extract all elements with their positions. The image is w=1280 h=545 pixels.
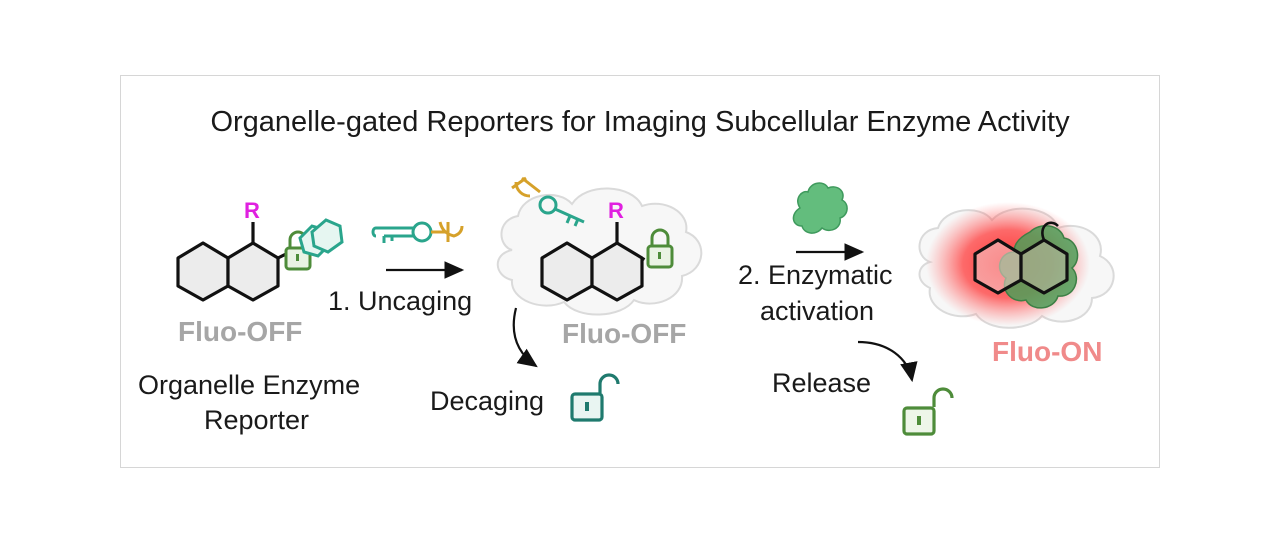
enzyme-icon [792,182,848,234]
right-molecule [973,238,1069,295]
middle-substituent-label: R [608,198,624,223]
step2-label-line2: activation [760,296,875,326]
middle-state-label: Fluo-OFF [562,318,687,349]
left-caption-line1: Organelle Enzyme [138,370,361,400]
release-label: Release [772,368,872,398]
decaging-arrow [512,307,538,368]
step1-label: 1. Uncaging [328,286,473,316]
left-state-label: Fluo-OFF [178,316,303,347]
left-molecule [176,241,280,302]
right-tether [1041,221,1059,241]
decaging-label: Decaging [430,386,545,416]
release-arrow [857,340,918,383]
open-lock-icon [570,373,620,422]
left-substituent-label: R [244,198,260,223]
key-icon [371,221,433,243]
open-lock-icon [902,387,954,436]
key-icon [538,195,585,227]
figure-frame [120,75,1160,468]
lock-icon [646,228,674,269]
middle-molecule [540,241,644,302]
cage-icon [298,218,344,258]
anchor-icon [511,176,541,198]
step2-label-line1: 2. Enzymatic [738,260,893,290]
figure-title: Organelle-gated Reporters for Imaging Su… [210,106,1070,138]
anchor-icon [431,221,464,242]
left-caption-line2: Reporter [204,405,310,435]
right-state-label: Fluo-ON [992,336,1103,367]
